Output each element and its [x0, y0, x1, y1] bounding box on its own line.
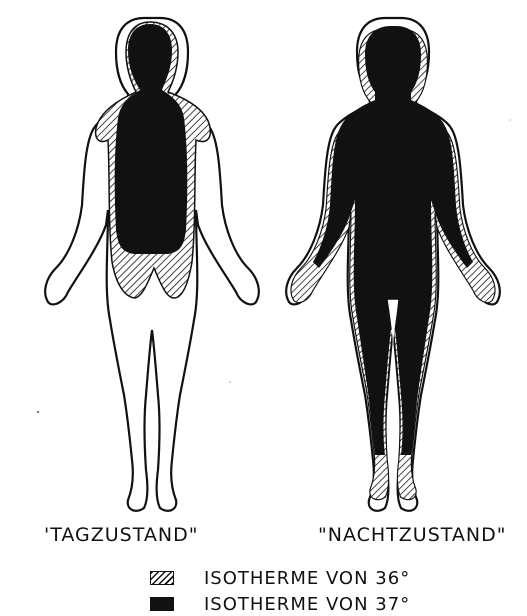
figure-night [286, 18, 500, 511]
figure-day [45, 18, 259, 511]
legend-item-37: ISOTHERME VON 37° [150, 594, 410, 614]
legend-item-36: ISOTHERME VON 36° [150, 568, 410, 588]
caption-day: 'TAGZUSTAND" [44, 524, 198, 546]
legend-label-37: ISOTHERME VON 37° [204, 594, 410, 615]
night-zone-37 [313, 26, 473, 455]
hatched-icon [150, 571, 174, 585]
legend-label-36: ISOTHERME VON 36° [204, 568, 410, 589]
caption-night: "NACHTZUSTAND" [318, 524, 506, 546]
solid-black-icon [150, 597, 174, 611]
